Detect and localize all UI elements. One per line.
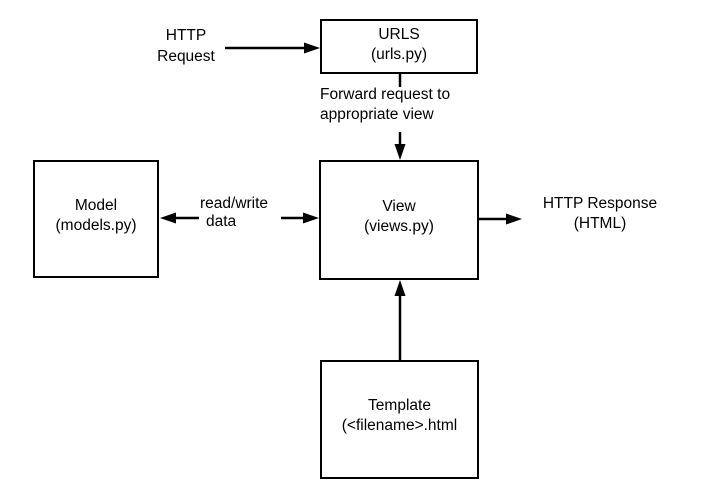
model-node-title: Model: [74, 196, 118, 214]
read-write-label-line2: data: [206, 213, 237, 230]
arrow-view-to-response: [479, 213, 522, 225]
http-response-label-line1: HTTP Response: [542, 195, 658, 212]
http-response-label: HTTP Response (HTML): [530, 194, 670, 234]
model-node: Model (models.py): [33, 160, 159, 278]
template-node-title: Template: [368, 397, 431, 414]
view-node: View (views.py): [319, 160, 479, 280]
urls-node-subtitle: (urls.py): [371, 46, 427, 63]
urls-node-title: URLS: [378, 26, 420, 43]
arrow-template-to-view: [394, 280, 406, 360]
view-node-title: View: [382, 197, 416, 215]
http-request-label: HTTP Request: [126, 25, 246, 67]
read-write-label-line1: read/write: [200, 195, 269, 212]
forward-request-label-line1: Forward request to: [320, 86, 451, 103]
urls-node: URLS (urls.py): [320, 19, 478, 74]
http-request-label-line1: HTTP: [165, 27, 207, 44]
view-node-subtitle: (views.py): [364, 217, 434, 235]
forward-request-label: Forward request to appropriate view: [320, 85, 450, 125]
http-request-label-line2: Request: [157, 48, 215, 65]
arrow-model-view-bidirectional: [160, 212, 319, 224]
forward-request-label-line2: appropriate view: [320, 106, 434, 123]
template-node-subtitle: (<filename>.html: [341, 417, 458, 434]
http-response-label-line2: (HTML): [573, 215, 627, 232]
model-node-subtitle: (models.py): [55, 216, 137, 234]
template-node: Template (<filename>.html: [320, 360, 479, 479]
